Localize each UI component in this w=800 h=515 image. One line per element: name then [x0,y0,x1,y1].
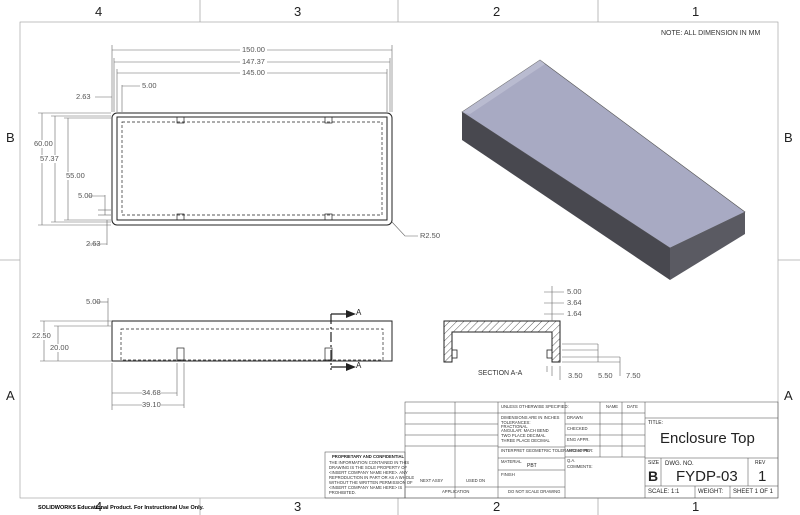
tb-proprietary-title: PROPRIETARY AND CONFIDENTIAL [332,454,405,459]
tb-title-label: TITLE: [648,420,664,426]
dim-section-3-64: 3.64 [567,298,582,307]
tb-qa: Q.A. [567,458,576,463]
tb-checked: CHECKED [567,426,588,431]
dim-145: 145.00 [240,68,267,77]
tb-unless: UNLESS OTHERWISE SPECIFIED: [501,404,569,409]
dim-section-7-5: 7.50 [626,371,641,380]
tb-name-hdr: NAME [606,404,619,409]
zone-label-top-2: 2 [493,4,501,19]
dim-5-top: 5.00 [142,81,157,90]
dim-55: 55.00 [66,171,85,180]
dim-2-63-bottom: 2.63 [86,239,101,248]
tb-rev-label: REV [755,460,766,466]
tb-proprietary-line: <INSERT COMPANY NAME HERE>. ANY [329,470,408,475]
zone-label-top-1: 1 [692,4,700,19]
tb-proprietary-line: THE INFORMATION CONTAINED IN THIS [329,460,410,465]
tb-dwg-no-label: DWG. NO. [665,461,694,467]
zone-label-top-3: 3 [294,4,302,19]
tb-eng-appr: ENG APPR. [567,437,590,442]
tb-material: PBT [527,463,537,469]
dim-60: 60.00 [34,139,53,148]
zone-label-bottom-1: 1 [692,499,700,514]
zone-label-right-b: B [784,130,793,145]
zone-label-bottom-3: 3 [294,499,302,514]
tb-finish: FINISH [501,472,515,477]
tb-drawn: DRAWN [567,415,583,420]
tb-three-place: THREE PLACE DECIMAL [501,438,550,443]
section-view-label: SECTION A-A [478,370,523,377]
zone-label-bottom-2: 2 [493,499,501,514]
tb-next-assy: NEXT ASSY [420,478,444,483]
tb-size-label: SIZE [648,460,660,466]
dim-section-1-64: 1.64 [567,309,582,318]
dim-radius: R2.50 [420,231,441,240]
dim-39-1: 39.10 [142,400,161,409]
dim-150: 150.00 [240,45,267,54]
tb-sheet: SHEET 1 OF 1 [733,489,773,495]
drawing-title: Enclosure Top [660,430,755,447]
tb-rev: 1 [758,468,767,485]
zone-label-left-a: A [6,388,15,403]
sheet-note: NOTE: ALL DIMENSION IN MM [661,30,761,37]
zone-label-left-b: B [6,130,15,145]
tb-size: B [648,468,659,484]
dim-147-37: 147.37 [240,57,267,66]
drawing-number: FYDP-03 [676,468,738,485]
section-mark-top: A [356,308,362,317]
educational-footer: SOLIDWORKS Educational Product. For Inst… [38,505,204,511]
tb-date-hdr: DATE [627,404,638,409]
section-mark-bottom: A [356,361,362,370]
tb-tolerances: TOLERANCES: [501,420,531,425]
tb-proprietary-line: DRAWING IS THE SOLE PROPERTY OF [329,465,408,470]
dim-section-5: 5.00 [567,287,582,296]
dim-section-5-5: 5.50 [598,371,613,380]
tb-do-not-scale: DO NOT SCALE DRAWING [508,489,561,494]
tb-weight: WEIGHT: [698,489,723,495]
dim-2-63-top: 2.63 [76,92,91,101]
tb-application: APPLICATION [442,489,470,494]
tb-mfg-appr: MFG APPR. [567,448,590,453]
tb-angular: ANGULAR: MACH BEND [501,428,549,433]
tb-proprietary-line: WITHOUT THE WRITTEN PERMISSION OF [329,480,413,485]
tb-two-place: TWO PLACE DECIMAL [501,433,546,438]
dim-5-left: 5.00 [78,191,93,200]
tb-used-on: USED ON [466,478,486,483]
tb-proprietary-line: <INSERT COMPANY NAME HERE> IS [329,485,403,490]
zone-label-top-4: 4 [95,4,103,19]
dim-5-front: 5.00 [86,297,101,306]
dim-34-68: 34.68 [142,388,161,397]
tb-proprietary-line: PROHIBITED. [329,490,356,495]
zone-label-right-a: A [784,388,793,403]
tb-proprietary-line: REPRODUCTION IN PART OR AS A WHOLE [329,475,415,480]
dim-57-37: 57.37 [40,154,59,163]
tb-material-label: MATERIAL [501,459,522,464]
tb-scale: SCALE: 1:1 [648,489,680,495]
zone-label-bottom-4: 4 [95,499,103,514]
tb-fractional: FRACTIONAL [501,424,528,429]
dim-section-3-5: 3.50 [568,371,583,380]
dim-20: 20.00 [50,343,69,352]
tb-dims-in: DIMENSIONS ARE IN INCHES [501,415,560,420]
dim-22-5: 22.50 [32,331,51,340]
tb-geometric: INTERPRET GEOMETRIC TOLERANCING PER: [501,448,594,453]
tb-comments: COMMENTS: [567,464,593,469]
